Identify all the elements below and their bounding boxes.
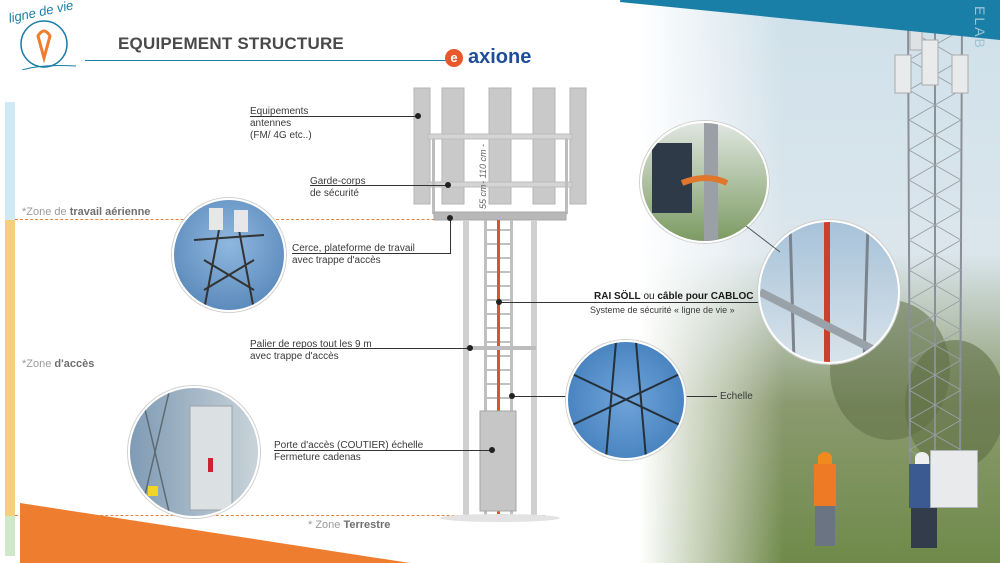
equipment-cabinet [930,450,978,508]
label-guardrail-line2: de sécurité [310,188,359,199]
photo-tower-lattice [894,9,969,480]
leader-dot [489,447,495,453]
label-rest-landing: Palier de repos tout les 9 m avec trappe… [250,339,372,363]
lattice-brace [908,119,962,151]
label-rail: RAI SÖLL ou câble pour CABLOC [594,291,753,302]
leader-guardrail [310,185,448,187]
lattice-brace [908,239,962,271]
label-rail-mid: ou [640,291,658,302]
leader-dot [467,345,473,351]
leader-rail [500,302,760,304]
ladder-photo-illustration [568,342,684,458]
label-antennas-line2: antennes [250,118,292,129]
aerial-zone-line [15,219,540,220]
zone-label-aerial: *Zone de travail aérienne [22,206,150,218]
lattice-brace [908,359,962,391]
page-title: EQUIPEMENT STRUCTURE [118,34,344,53]
label-rail-sub: Systeme de sécurité « ligne de vie » [590,305,735,315]
door-photo-illustration [139,388,233,516]
label-rail-bold-2: câble pour CABLOC [657,291,754,302]
label-access-door: Porte d'accès (COUTIER) échelle Fermetur… [274,440,423,464]
label-guardrail: Garde-corps de sécurité [310,176,366,200]
photo-ladder-circle [566,340,686,460]
ligne-de-vie-logo [20,20,76,70]
label-rest-line1: Palier de repos tout les 9 m [250,339,372,350]
zone-aerial-bold: travail aérienne [69,206,151,218]
zone-label-access: *Zone d'accès [22,358,94,370]
lattice-brace [908,419,962,451]
axione-logo-icon: e [445,48,463,67]
zone-ground-bold: Terrestre [343,519,391,531]
lattice-brace [908,299,962,331]
label-door-line1: Porte d'accès (COUTIER) échelle [274,440,424,451]
corner-label: ELAB [972,6,988,50]
lattice-brace [908,179,962,211]
label-antennas-line3: (FM/ 4G etc..) [250,130,312,141]
lattice-brace [908,209,962,241]
leader-platform-vertical [450,218,452,254]
leader-platform [292,253,450,255]
zone-access-bold: d'accès [54,358,95,370]
label-rest-line2: avec trappe d'accès [250,351,339,362]
axione-wordmark: axione [468,46,532,68]
zone-bar-aerial [5,102,15,220]
lattice-brace [908,89,962,121]
label-platform-line2: avec trappe d'accès [292,255,381,266]
lattice-brace [908,329,962,361]
tree-shape [905,340,1000,470]
label-antennas: Equipements antennes (FM/ 4G etc..) [250,106,312,142]
label-platform-line1: Cerce, plateforme de travail [292,243,415,254]
leader-dot [445,182,451,188]
label-guardrail-line1: Garde-corps [310,176,366,187]
leader-dot [496,299,502,305]
zone-access-prefix: *Zone [22,358,55,370]
leader-dot [415,113,421,119]
photo-harness-circle [640,121,769,243]
platform-photo-illustration [193,208,265,310]
leader-antennas [250,116,418,118]
zone-ground-prefix: * Zone [308,519,344,531]
worker-figure [812,452,838,548]
label-ladder: Echelle [720,391,753,402]
leader-dot [447,215,453,221]
axione-brand: e axione [445,46,531,69]
label-antennas-line1: Equipements [250,106,309,117]
leader-rest [250,348,470,350]
tower-schematic: - 110 cm - 55 cm [413,87,587,522]
lattice-brace [908,149,962,181]
ground-zone-line [15,515,545,516]
zone-bar-ground [5,516,15,556]
label-rail-bold-1: RAI SÖLL [594,291,641,302]
label-door-line2: Fermeture cadenas [274,452,361,463]
photo-platform-circle [172,198,286,312]
connector-line [745,225,781,253]
lattice-brace [908,269,962,301]
title-underline [85,60,455,61]
dimension-bottom: 55 cm [478,184,488,209]
label-platform: Cerce, plateforme de travail avec trappe… [292,243,415,267]
zone-aerial-prefix: *Zone de [22,206,70,218]
leader-dot [509,393,515,399]
dimension-top: - 110 cm - [478,144,488,184]
harness-photo-illustration [652,123,729,241]
zone-label-ground: * Zone Terrestre [308,519,390,531]
photo-door-circle [128,386,260,518]
lattice-brace [908,389,962,421]
zone-bar-access [5,220,15,516]
leader-door [274,450,492,452]
